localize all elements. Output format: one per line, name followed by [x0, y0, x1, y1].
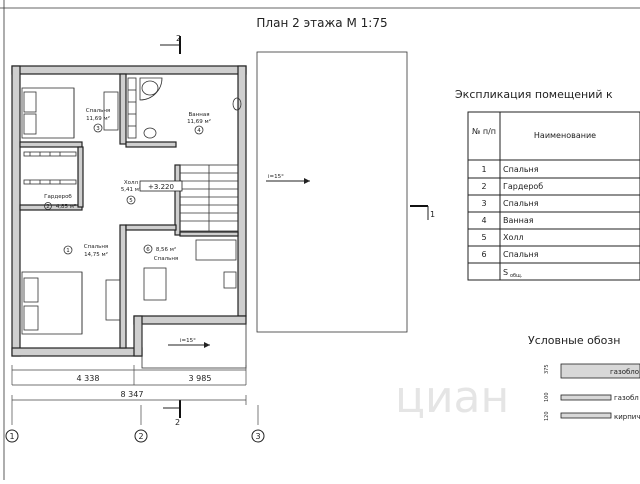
- svg-text:11,69 м²: 11,69 м²: [86, 115, 110, 122]
- col-name-header: Наименование: [534, 131, 596, 140]
- interior-walls: [19, 73, 239, 349]
- svg-text:5: 5: [129, 198, 133, 204]
- svg-text:2: 2: [138, 432, 143, 441]
- bath-fixtures: [127, 77, 242, 139]
- section-label-top: 2: [176, 34, 181, 43]
- room-label-2: Ванная 11,69 м² 4: [187, 112, 211, 135]
- svg-text:S: S: [503, 268, 508, 277]
- svg-text:2: 2: [481, 182, 486, 191]
- svg-text:Холл: Холл: [124, 180, 139, 186]
- roof-slope-label: i=15°: [268, 174, 284, 180]
- svg-text:Гардероб: Гардероб: [44, 194, 72, 200]
- bed-top: [21, 87, 75, 139]
- svg-text:Спальня: Спальня: [86, 108, 110, 114]
- svg-text:Спальня: Спальня: [154, 256, 178, 262]
- explication-table: [467, 111, 640, 281]
- legend-title: Условные обозн: [528, 334, 620, 347]
- section-label-right: 1: [430, 210, 435, 219]
- dim-2: 3 985: [189, 374, 212, 383]
- axis-3: 3: [251, 429, 265, 443]
- svg-text:кирпич: кирпич: [614, 413, 640, 421]
- legend-item-2: газобл 100: [544, 392, 639, 402]
- svg-text:1: 1: [481, 165, 486, 174]
- svg-text:4: 4: [197, 128, 201, 134]
- plan-title: План 2 этажа М 1:75: [256, 16, 387, 30]
- svg-text:Холл: Холл: [503, 233, 524, 242]
- svg-text:5: 5: [481, 233, 486, 242]
- svg-text:2: 2: [46, 204, 50, 210]
- section-mark-bottom: 2: [163, 400, 181, 427]
- section-mark-top: 2: [160, 34, 181, 54]
- col-num-header: № п/п: [472, 127, 496, 136]
- legend-item-3: кирпич 120: [544, 411, 640, 421]
- room-label-3: Холл 5,41 м² 5: [121, 180, 141, 205]
- svg-text:1: 1: [66, 248, 70, 254]
- svg-text:Ванная: Ванная: [503, 216, 534, 225]
- exterior-walls: [11, 65, 247, 357]
- roof-slab: [256, 51, 408, 333]
- explication-title: Экспликация помещений к: [455, 88, 613, 101]
- svg-text:11,69 м²: 11,69 м²: [187, 118, 211, 125]
- room-label-6: 6 8,56 м² Спальня: [143, 244, 178, 262]
- closet-bottom: [105, 279, 121, 321]
- svg-text:6: 6: [146, 247, 150, 253]
- svg-text:8,56 м²: 8,56 м²: [156, 246, 176, 253]
- svg-text:3: 3: [96, 126, 100, 132]
- axis-1: 1: [5, 429, 19, 443]
- svg-text:Гардероб: Гардероб: [503, 182, 543, 191]
- svg-text:4,85 м²: 4,85 м²: [56, 203, 76, 210]
- svg-text:375: 375: [544, 364, 550, 374]
- svg-text:Спальня: Спальня: [503, 199, 539, 208]
- svg-text:общ.: общ.: [510, 273, 523, 279]
- svg-text:5,41 м²: 5,41 м²: [121, 186, 141, 193]
- svg-text:Ванная: Ванная: [188, 112, 209, 118]
- balcony: [141, 323, 247, 369]
- svg-text:6: 6: [481, 250, 486, 259]
- legend-item-1: газобло 375: [544, 363, 640, 379]
- wardrobe-rails: [23, 151, 77, 185]
- section-mark-right: 1: [410, 205, 435, 220]
- balcony-slope-label: i=15°: [180, 338, 196, 344]
- section-label-bottom: 2: [175, 418, 180, 427]
- explication-rows: 1 Спальня 2 Гардероб 3 Спальня 4 Ванная …: [481, 165, 543, 279]
- svg-text:газобл: газобл: [614, 394, 639, 402]
- dim-1: 4 338: [77, 374, 100, 383]
- axis-2: 2: [134, 429, 148, 443]
- room-label-5: 1 Спальня 14,75 м²: [63, 244, 108, 258]
- svg-text:Спальня: Спальня: [84, 244, 108, 250]
- room-label-1: Спальня 11,69 м² 3: [86, 108, 110, 133]
- level-mark-text: +3.220: [148, 183, 174, 191]
- watermark: циан: [395, 372, 509, 423]
- bed-bottom: [21, 271, 83, 335]
- svg-text:1: 1: [9, 432, 14, 441]
- svg-text:3: 3: [481, 199, 486, 208]
- svg-text:газобло: газобло: [610, 368, 639, 376]
- closet-top: [103, 91, 119, 131]
- staircase: [179, 164, 239, 232]
- svg-text:Спальня: Спальня: [503, 250, 539, 259]
- dim-total: 8 347: [121, 390, 144, 399]
- bedroom-6-furniture: [143, 239, 237, 301]
- svg-text:100: 100: [544, 392, 550, 402]
- room-label-4: Гардероб 2 4,85 м²: [44, 194, 76, 210]
- svg-text:120: 120: [544, 411, 550, 421]
- svg-text:3: 3: [255, 432, 260, 441]
- svg-text:14,75 м²: 14,75 м²: [84, 251, 108, 258]
- level-mark: +3.220: [139, 180, 183, 192]
- dimension-lines: [11, 365, 259, 425]
- svg-text:4: 4: [481, 216, 486, 225]
- svg-text:Спальня: Спальня: [503, 165, 539, 174]
